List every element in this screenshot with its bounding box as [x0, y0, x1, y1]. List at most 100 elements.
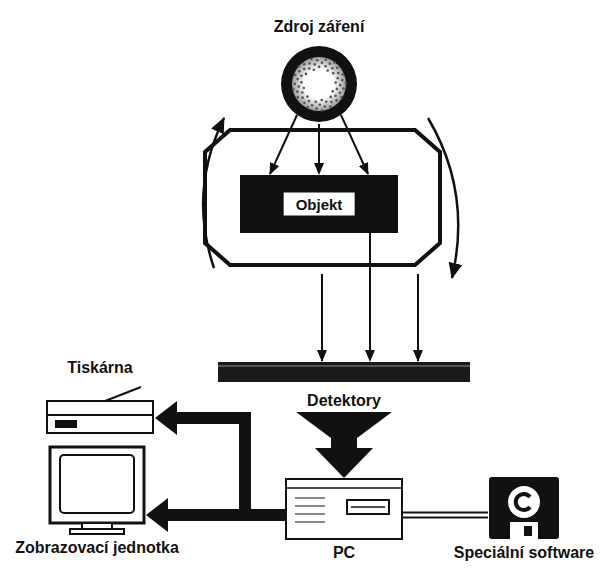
source-speckle — [329, 96, 332, 99]
disk-hub — [516, 494, 530, 510]
source-speckle — [342, 73, 345, 76]
cable-core — [403, 514, 488, 517]
source-speckle — [308, 100, 311, 103]
printer-paper — [105, 387, 141, 401]
printer: Tiskárna — [45, 385, 155, 435]
source-speckle — [297, 65, 300, 68]
source-speckle — [303, 68, 306, 71]
source-speckle — [300, 74, 303, 77]
source-speckle — [311, 104, 314, 107]
source-speckle — [334, 81, 337, 84]
pc-unit-icon — [285, 478, 403, 540]
radiation-source: Zdroj záření — [279, 44, 359, 124]
source-speckle — [325, 100, 328, 103]
connectors — [167, 124, 488, 515]
source-speckle — [296, 90, 299, 93]
monitor-screen — [60, 455, 134, 513]
source-speckle — [335, 99, 338, 102]
source-speckle — [292, 88, 295, 91]
cable-connector — [403, 512, 488, 519]
source-speckle — [342, 87, 345, 90]
rotation-arrow — [203, 118, 224, 268]
monitor-base — [70, 529, 124, 534]
source-speckle — [321, 61, 324, 64]
printer-edge — [47, 414, 153, 416]
pc-case — [286, 479, 402, 539]
source-speckle — [306, 95, 309, 98]
source-speckle — [324, 58, 327, 61]
source-speckle — [296, 96, 299, 99]
node-label: PC — [333, 544, 355, 562]
source-speckle — [337, 72, 340, 75]
ray-arrow — [270, 115, 297, 174]
pc-vent — [295, 514, 325, 515]
printer-icon — [45, 385, 155, 435]
ray-arrow — [321, 274, 323, 361]
source-speckle — [318, 66, 321, 69]
disk-hub-ring — [508, 486, 540, 518]
source-speckle — [336, 88, 339, 91]
object-box: Objekt — [240, 175, 398, 233]
pc-drive-slot — [351, 506, 385, 508]
arrow-connector — [167, 509, 285, 521]
source-speckle — [340, 96, 343, 99]
pc-unit: PC — [285, 478, 403, 540]
source-speckle — [336, 66, 339, 69]
node-label: Speciální software — [454, 544, 595, 562]
source-speckle — [293, 82, 296, 85]
source-speckle — [316, 59, 319, 62]
source-speckle — [300, 81, 303, 84]
source-speckle — [324, 65, 327, 68]
source-speckle — [334, 94, 337, 97]
pc-edge — [286, 487, 402, 489]
node-label: Detektory — [307, 392, 381, 410]
source-speckle — [324, 105, 327, 108]
pc-vent — [295, 522, 325, 523]
printer-body — [47, 401, 153, 433]
source-speckle — [301, 91, 304, 94]
source-speckle — [296, 78, 299, 81]
source-speckle — [303, 101, 306, 104]
node-label: Zdroj záření — [274, 18, 365, 36]
source-speckle — [313, 63, 316, 66]
source-speckle — [297, 85, 300, 88]
source-speckle — [303, 63, 306, 66]
source-speckle — [301, 96, 304, 99]
source-speckle — [307, 106, 310, 109]
pc-drive — [347, 500, 389, 514]
node-label: Zobrazovací jednotka — [15, 539, 179, 557]
source-speckle — [336, 77, 339, 80]
source-speckle — [345, 82, 348, 85]
source-speckle — [329, 105, 332, 108]
source-speckle — [294, 74, 297, 77]
disk-window — [524, 526, 532, 536]
source-speckle — [308, 67, 311, 70]
source-speckle — [341, 79, 344, 82]
source-speckle — [339, 84, 342, 87]
source-speckle — [310, 58, 313, 61]
source-speckle — [329, 62, 332, 65]
rotating-gantry — [205, 130, 440, 265]
source-speckle — [331, 67, 334, 70]
arrow-connector — [369, 233, 371, 351]
arrow-connector — [176, 418, 285, 515]
source-speckle — [333, 61, 336, 64]
source-speckle — [331, 90, 334, 93]
source-speckle — [303, 87, 306, 90]
radiation-source-icon — [279, 44, 359, 124]
source-speckle — [326, 69, 329, 72]
source-core — [292, 57, 346, 111]
pc-vent — [295, 498, 325, 499]
node-label: Tiskárna — [67, 359, 133, 377]
source-speckle — [321, 109, 324, 112]
disk-shutter — [510, 522, 538, 539]
disk-body — [489, 477, 559, 539]
arrow-connector — [331, 412, 357, 449]
source-speckle — [308, 62, 311, 65]
arrow-connector — [318, 124, 320, 164]
source-ring — [281, 46, 357, 122]
source-speckle — [305, 73, 308, 76]
ray-arrow — [417, 274, 419, 361]
